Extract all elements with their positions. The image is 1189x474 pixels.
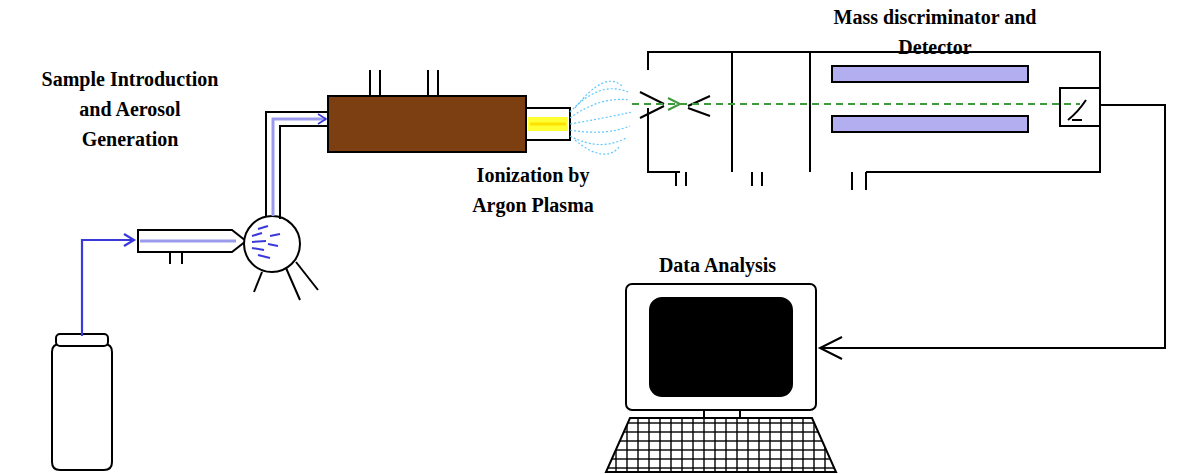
mass-spectrometer [640,52,1100,190]
node-heading: Mass discriminator and Detector [830,2,1040,62]
stage-label: Ionization by Argon Plasma [458,160,608,220]
ion-beam [632,103,1080,105]
plasma-torch [328,70,570,152]
nebulizer [138,230,246,264]
spectrometer-node: Mass discriminator and Detector [648,2,1100,178]
node-heading: Data Analysis [615,250,820,280]
sample-bottle [52,334,112,470]
spray-chamber [244,112,328,300]
computer [606,284,836,472]
signal-connector [820,105,1165,359]
plasma-plume [570,81,632,154]
stage-label: Sample Introduction and Aerosol Generati… [30,64,230,154]
ion-beam-head [668,98,680,110]
sample-tube [82,234,134,336]
computer-node: Data Analysis [615,250,820,472]
